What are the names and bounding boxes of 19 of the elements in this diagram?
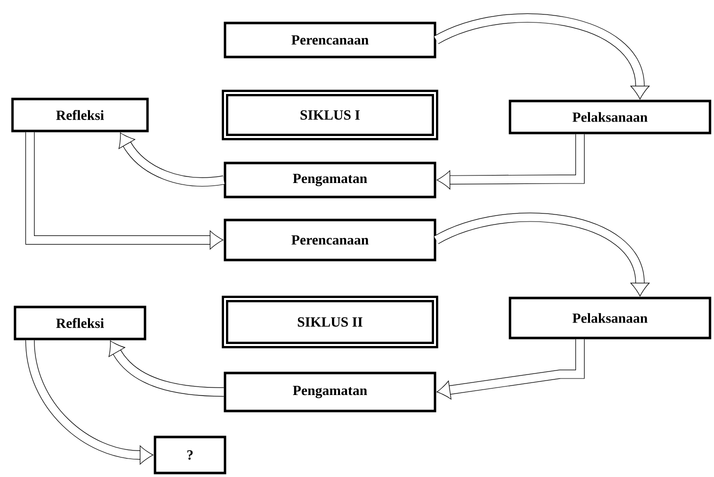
process-box: Refleksi xyxy=(11,98,149,132)
block-arrow xyxy=(108,340,224,397)
process-box: Pengamatan xyxy=(224,372,436,412)
block-arrow xyxy=(434,212,650,296)
block-arrow xyxy=(434,14,650,100)
process-box: ? xyxy=(154,436,226,474)
process-box: Pelaksanaan xyxy=(508,296,712,340)
process-box: Refleksi xyxy=(14,306,146,340)
process-box: Pengamatan xyxy=(224,162,436,198)
process-box: Pelaksanaan xyxy=(508,100,712,134)
cycle-title-box: SIKLUS II xyxy=(222,296,438,348)
block-arrow xyxy=(436,339,585,400)
cycle-title-box: SIKLUS I xyxy=(222,90,438,140)
block-arrow xyxy=(436,134,585,190)
process-box: Perencanaan xyxy=(224,218,436,262)
block-arrow xyxy=(25,340,154,465)
block-arrow xyxy=(25,132,224,250)
block-arrow xyxy=(118,132,224,186)
process-box: Perencanaan xyxy=(224,22,436,58)
